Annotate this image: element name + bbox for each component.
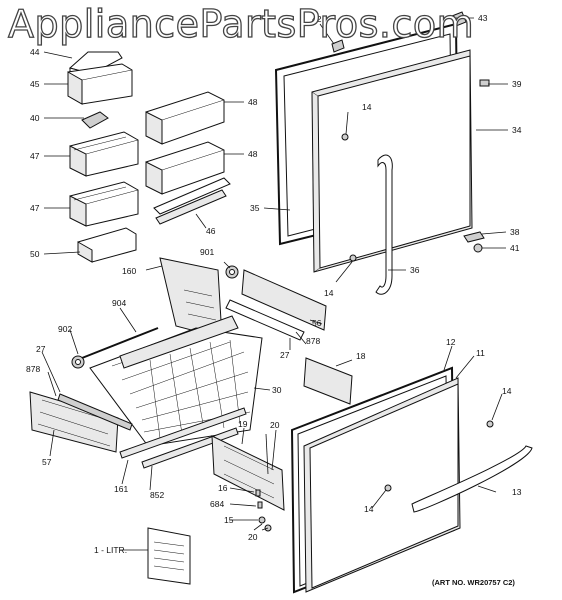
part-18-bracket xyxy=(303,357,353,405)
callout-878-right: 878 xyxy=(306,336,320,346)
callout-20-upper: 20 xyxy=(270,420,280,430)
callout-684: 684 xyxy=(210,499,224,509)
callout-35: 35 xyxy=(250,203,260,213)
callout-57: 57 xyxy=(42,457,52,467)
callout-902: 902 xyxy=(58,324,72,334)
part-38-hinge-bottom xyxy=(463,231,485,243)
callout-19: 19 xyxy=(238,419,248,429)
callout-161: 161 xyxy=(114,484,128,494)
part-42-hinge xyxy=(331,39,345,53)
callout-852: 852 xyxy=(150,490,164,500)
callout-48-lower: 48 xyxy=(248,149,258,159)
watermark: AppliancePartsPros.com xyxy=(7,1,475,46)
part-27-rail-left xyxy=(57,393,133,431)
callout-160: 160 xyxy=(122,266,136,276)
callout-39: 39 xyxy=(512,79,522,89)
part-19-slide xyxy=(211,435,285,511)
part-904-rod xyxy=(81,327,159,359)
callout-14-freezer-right: 14 xyxy=(502,386,512,396)
callout-44: 44 xyxy=(30,47,40,57)
part-161-rail xyxy=(119,407,247,459)
art-number: (ART NO. WR20757 C2) xyxy=(432,578,515,587)
callout-42: 42 xyxy=(312,14,322,24)
part-41-bushing xyxy=(473,243,483,253)
part-902-gear xyxy=(71,355,85,369)
part-47-bin-lower xyxy=(69,181,139,227)
callout-27-right: 27 xyxy=(280,350,290,360)
part-34-door xyxy=(311,49,473,273)
callout-15: 15 xyxy=(224,515,234,525)
callout-904: 904 xyxy=(112,298,126,308)
callout-38: 38 xyxy=(510,227,520,237)
part-48-shelf-lower xyxy=(145,141,225,195)
callout-20-lower: 20 xyxy=(248,532,258,542)
callout-47-lower: 47 xyxy=(30,203,40,213)
callout-878-left: 878 xyxy=(26,364,40,374)
callout-27-left: 27 xyxy=(36,344,46,354)
callout-14-door: 14 xyxy=(324,288,334,298)
part-36-handle xyxy=(375,154,393,295)
callout-47-upper: 47 xyxy=(30,151,40,161)
part-15-16-screws xyxy=(255,489,272,532)
callout-56: 56 xyxy=(312,318,322,328)
callout-48-upper: 48 xyxy=(248,97,258,107)
callout-43: 43 xyxy=(478,13,488,23)
callout-34: 34 xyxy=(512,125,522,135)
callout-12: 12 xyxy=(446,337,456,347)
part-39-stop xyxy=(479,79,490,87)
part-40-clip xyxy=(81,111,109,129)
part-45-bin xyxy=(67,63,133,105)
callout-40: 40 xyxy=(30,113,40,123)
callout-30: 30 xyxy=(272,385,282,395)
part-43-hinge xyxy=(451,11,467,27)
callout-45: 45 xyxy=(30,79,40,89)
part-11-door xyxy=(303,377,494,593)
callout-14-upper: 14 xyxy=(362,102,372,112)
callout-16: 16 xyxy=(218,483,228,493)
part-47-bin-upper xyxy=(69,131,139,177)
part-50-bin xyxy=(77,227,137,263)
part-13-handle xyxy=(411,445,533,513)
callout-11: 11 xyxy=(476,348,485,358)
callout-1-litr: 1 - LITR. xyxy=(94,545,127,555)
callout-50: 50 xyxy=(30,249,40,259)
callout-18: 18 xyxy=(356,351,366,361)
part-901-gear xyxy=(225,265,239,279)
callout-36: 36 xyxy=(410,265,420,275)
part-46-rail xyxy=(153,177,231,225)
part-56-slide xyxy=(225,269,327,341)
callout-41: 41 xyxy=(510,243,520,253)
part-1-litr-booklet xyxy=(147,527,191,585)
part-48-shelf-upper xyxy=(145,91,225,145)
leader-lines xyxy=(41,17,508,551)
callout-13: 13 xyxy=(512,487,522,497)
callout-46: 46 xyxy=(206,226,216,236)
callout-14-freezer-left: 14 xyxy=(364,504,374,514)
callout-901: 901 xyxy=(200,247,214,257)
